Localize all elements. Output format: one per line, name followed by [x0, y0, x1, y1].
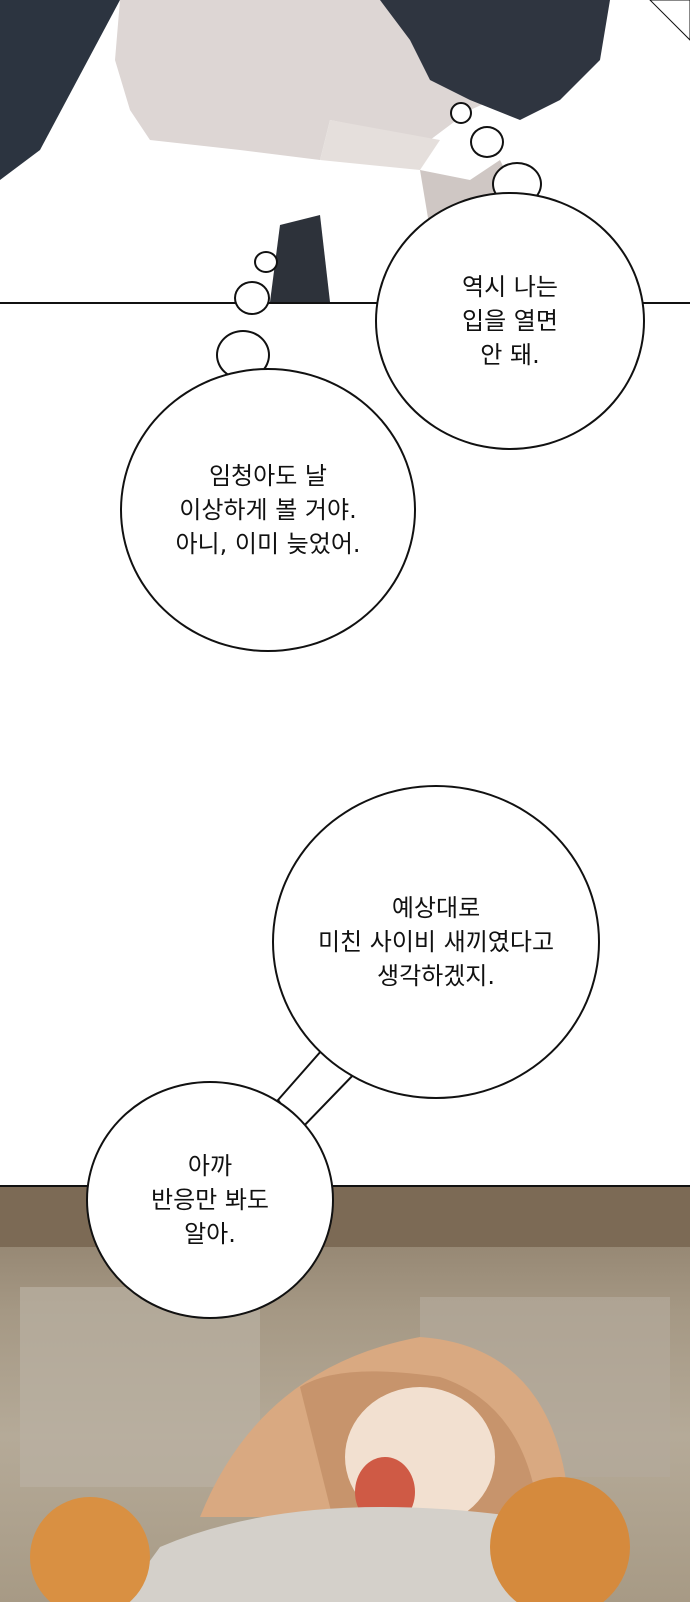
bubble-line: 안 돼. — [480, 341, 540, 369]
bubble-line: 예상대로 — [391, 894, 481, 922]
bubble-line: 이상하게 볼 거야. — [179, 496, 357, 524]
bubble-text: 역시 나는 입을 열면 안 돼. — [462, 270, 558, 372]
thought-dot — [254, 251, 278, 273]
bubble-line: 아까 — [187, 1152, 233, 1180]
thought-dot — [234, 281, 270, 315]
bubble-line: 반응만 봐도 — [150, 1186, 270, 1214]
bubble-text: 아까 반응만 봐도 알아. — [151, 1149, 269, 1251]
thought-dot — [470, 126, 504, 158]
bubble-text: 예상대로 미친 사이비 새끼였다고 생각하겠지. — [318, 891, 554, 993]
bubble-line: 알아. — [184, 1220, 236, 1248]
bubble-line: 임청아도 날 — [208, 462, 327, 490]
speech-bubble-3: 예상대로 미친 사이비 새끼였다고 생각하겠지. — [272, 785, 600, 1099]
thought-dot — [450, 102, 472, 124]
bubble-line: 입을 열면 — [462, 307, 558, 335]
bubble-line: 미친 사이비 새끼였다고 — [317, 928, 555, 956]
speech-bubble-4: 아까 반응만 봐도 알아. — [86, 1081, 334, 1319]
bubble-line: 역시 나는 — [462, 273, 558, 301]
thought-bubble-2: 임청아도 날 이상하게 볼 거야. 아니, 이미 늦었어. — [120, 368, 416, 652]
thought-bubble-1: 역시 나는 입을 열면 안 돼. — [375, 192, 645, 450]
bubble-line: 생각하겠지. — [376, 962, 496, 990]
bubble-line: 아니, 이미 늦었어. — [175, 530, 361, 558]
bubble-text: 임청아도 날 이상하게 볼 거야. 아니, 이미 늦었어. — [175, 459, 360, 561]
